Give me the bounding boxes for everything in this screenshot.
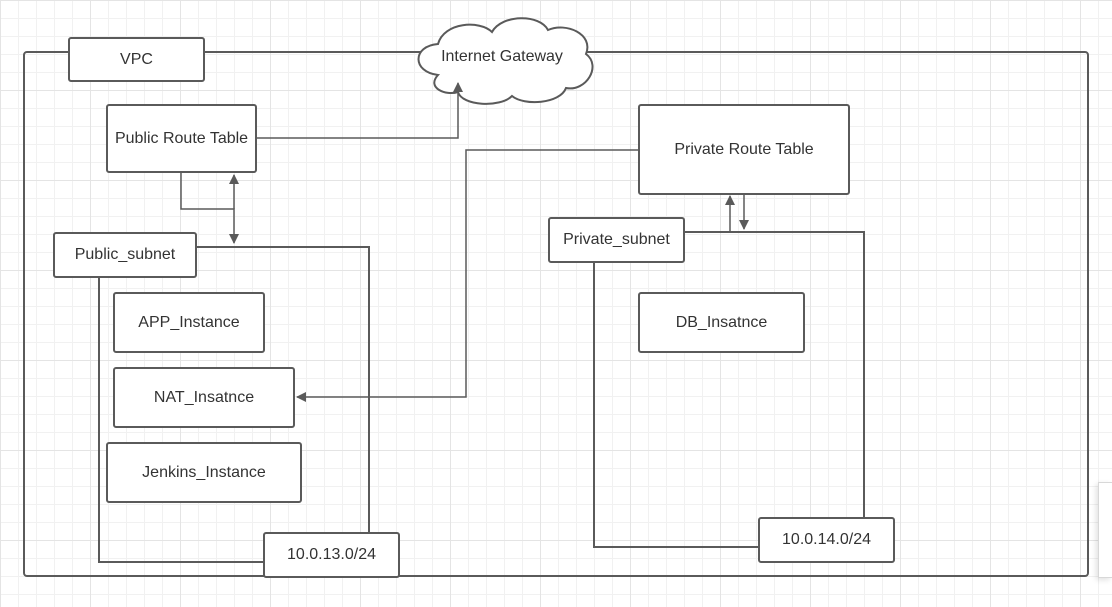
private-subnet-label[interactable]: Private_subnet [548,217,685,263]
db-instance[interactable]: DB_Insatnce [638,292,805,353]
public-subnet-cidr[interactable]: 10.0.13.0/24 [263,532,400,578]
side-panel-handle[interactable] [1098,482,1112,578]
public-subnet-label[interactable]: Public_subnet [53,232,197,278]
connector-public-rt-to-subnet [180,173,239,244]
internet-gateway-label: Internet Gateway [441,48,563,65]
private-subnet-container[interactable] [593,231,865,548]
private-subnet-cidr[interactable]: 10.0.14.0/24 [758,517,895,563]
jenkins-instance[interactable]: Jenkins_Instance [106,442,302,503]
connector-private-rt-to-nat [296,149,640,402]
public-route-table[interactable]: Public Route Table [106,104,257,173]
private-route-table[interactable]: Private Route Table [638,104,850,195]
nat-instance[interactable]: NAT_Insatnce [113,367,295,428]
app-instance[interactable]: APP_Instance [113,292,265,353]
vpc-label[interactable]: VPC [68,37,205,82]
public-subnet-container[interactable] [98,246,370,563]
connector-public-rt-to-igw [256,82,463,139]
